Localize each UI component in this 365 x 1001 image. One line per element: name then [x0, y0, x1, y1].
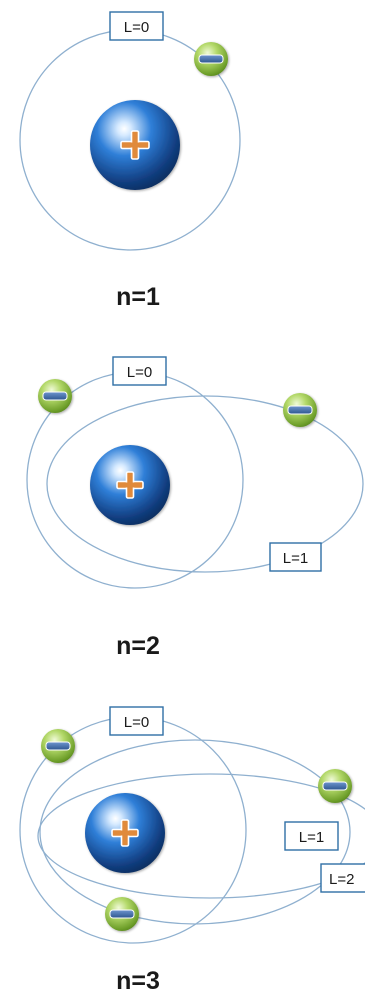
svg-text:L=0: L=0	[124, 19, 149, 36]
electron	[283, 393, 317, 427]
minus-icon	[198, 54, 224, 64]
svg-text:L=1: L=1	[299, 829, 324, 846]
plus-icon	[120, 130, 150, 160]
orbit-l1	[46, 395, 364, 573]
electron	[194, 42, 228, 76]
orbital-label-l0: L=0	[109, 706, 164, 736]
svg-text:L=0: L=0	[127, 364, 152, 381]
orbital-label-l2: L=2	[320, 863, 365, 893]
svg-text:L=0: L=0	[124, 714, 149, 731]
nucleus	[85, 793, 165, 873]
minus-icon	[45, 741, 71, 751]
svg-text:L=1: L=1	[283, 550, 308, 567]
nucleus	[90, 100, 180, 190]
orbital-label-l0: L=0	[112, 356, 167, 386]
orbital-label-l0: L=0	[109, 11, 164, 41]
nucleus	[90, 445, 170, 525]
quantum-number-label: n=3	[116, 967, 160, 995]
orbital-label-l1: L=1	[284, 821, 339, 851]
plus-icon	[111, 819, 139, 847]
electron	[105, 897, 139, 931]
electron	[318, 769, 352, 803]
minus-icon	[287, 405, 313, 415]
minus-icon	[109, 909, 135, 919]
svg-text:L=2: L=2	[329, 871, 354, 888]
diagram-n3: L=0 L=1 L=2 n=3	[19, 706, 365, 995]
electron	[38, 379, 72, 413]
plus-icon	[116, 471, 144, 499]
quantum-number-label: n=1	[116, 283, 160, 311]
quantum-number-label: n=2	[116, 632, 160, 660]
diagram-n2: L=0 L=1 n=2	[26, 356, 364, 660]
orbit-l2	[37, 773, 365, 899]
minus-icon	[42, 391, 68, 401]
orbit-l1	[39, 739, 351, 925]
electron	[41, 729, 75, 763]
orbital-label-l1: L=1	[269, 542, 322, 572]
diagram-n1: L=0 n=1	[19, 11, 241, 311]
minus-icon	[322, 781, 348, 791]
